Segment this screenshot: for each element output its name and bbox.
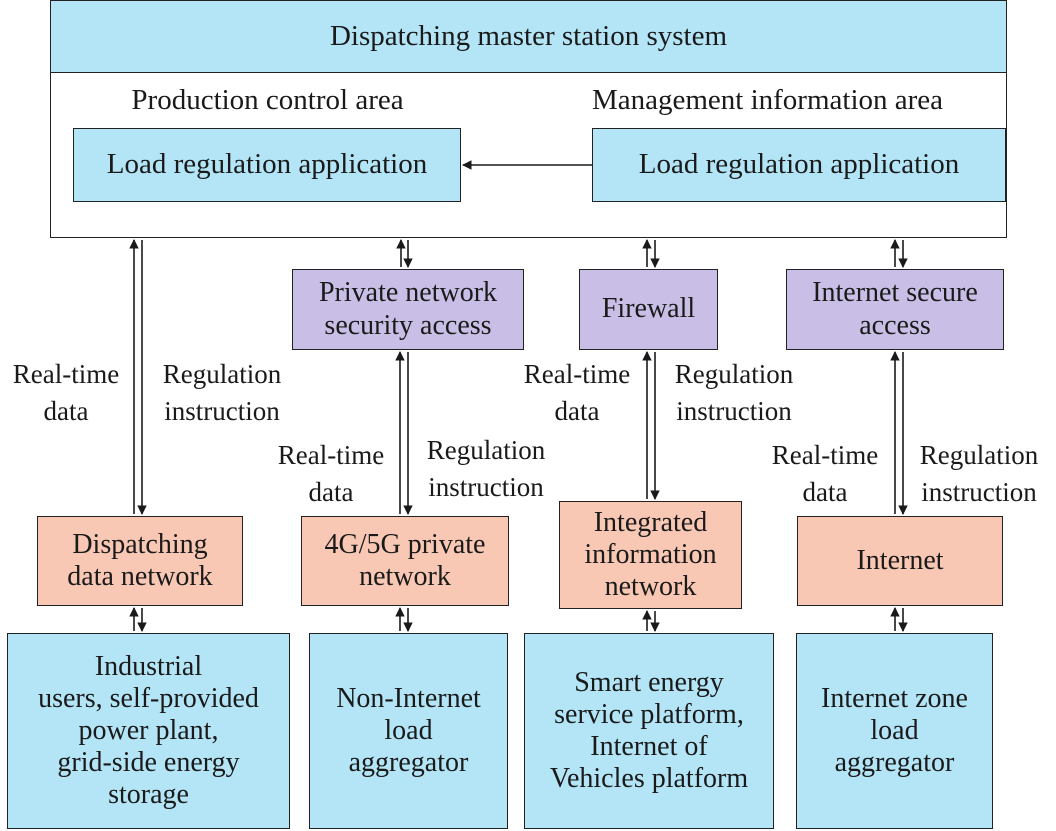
internet-network: Internet [797, 516, 1003, 606]
internet-secure-access: Internet secure access [786, 269, 1004, 350]
production-load-regulation-app: Load regulation application [73, 128, 461, 202]
realtime-data-label-1: Real-time data [12, 359, 120, 426]
master-station-title: Dispatching master station system [50, 0, 1007, 73]
regulation-instruction-label-4: Regulation instruction [919, 440, 1039, 507]
regulation-instruction-label-1: Regulation instruction [162, 359, 282, 426]
regulation-instruction-label-3: Regulation instruction [674, 359, 794, 426]
realtime-data-label-2: Real-time data [277, 440, 385, 507]
dispatching-data-network: Dispatching data network [37, 516, 243, 606]
firewall: Firewall [579, 269, 718, 350]
realtime-data-label-3: Real-time data [523, 359, 631, 426]
realtime-data-label-4: Real-time data [771, 440, 879, 507]
private-network-security-access: Private network security access [292, 269, 524, 350]
regulation-instruction-label-2: Regulation instruction [426, 435, 546, 502]
integrated-information-network: Integrated information network [559, 501, 742, 609]
smart-energy-service-platform: Smart energy service platform, Internet … [524, 633, 774, 829]
internet-zone-load-aggregator: Internet zone load aggregator [796, 633, 993, 829]
management-area-label: Management information area [591, 84, 944, 116]
production-area-label: Production control area [131, 84, 404, 116]
private-4g5g-network: 4G/5G private network [301, 516, 509, 606]
industrial-users-box: Industrial users, self-provided power pl… [7, 633, 290, 829]
non-internet-load-aggregator: Non-Internet load aggregator [309, 633, 508, 829]
management-load-regulation-app: Load regulation application [592, 128, 1006, 202]
